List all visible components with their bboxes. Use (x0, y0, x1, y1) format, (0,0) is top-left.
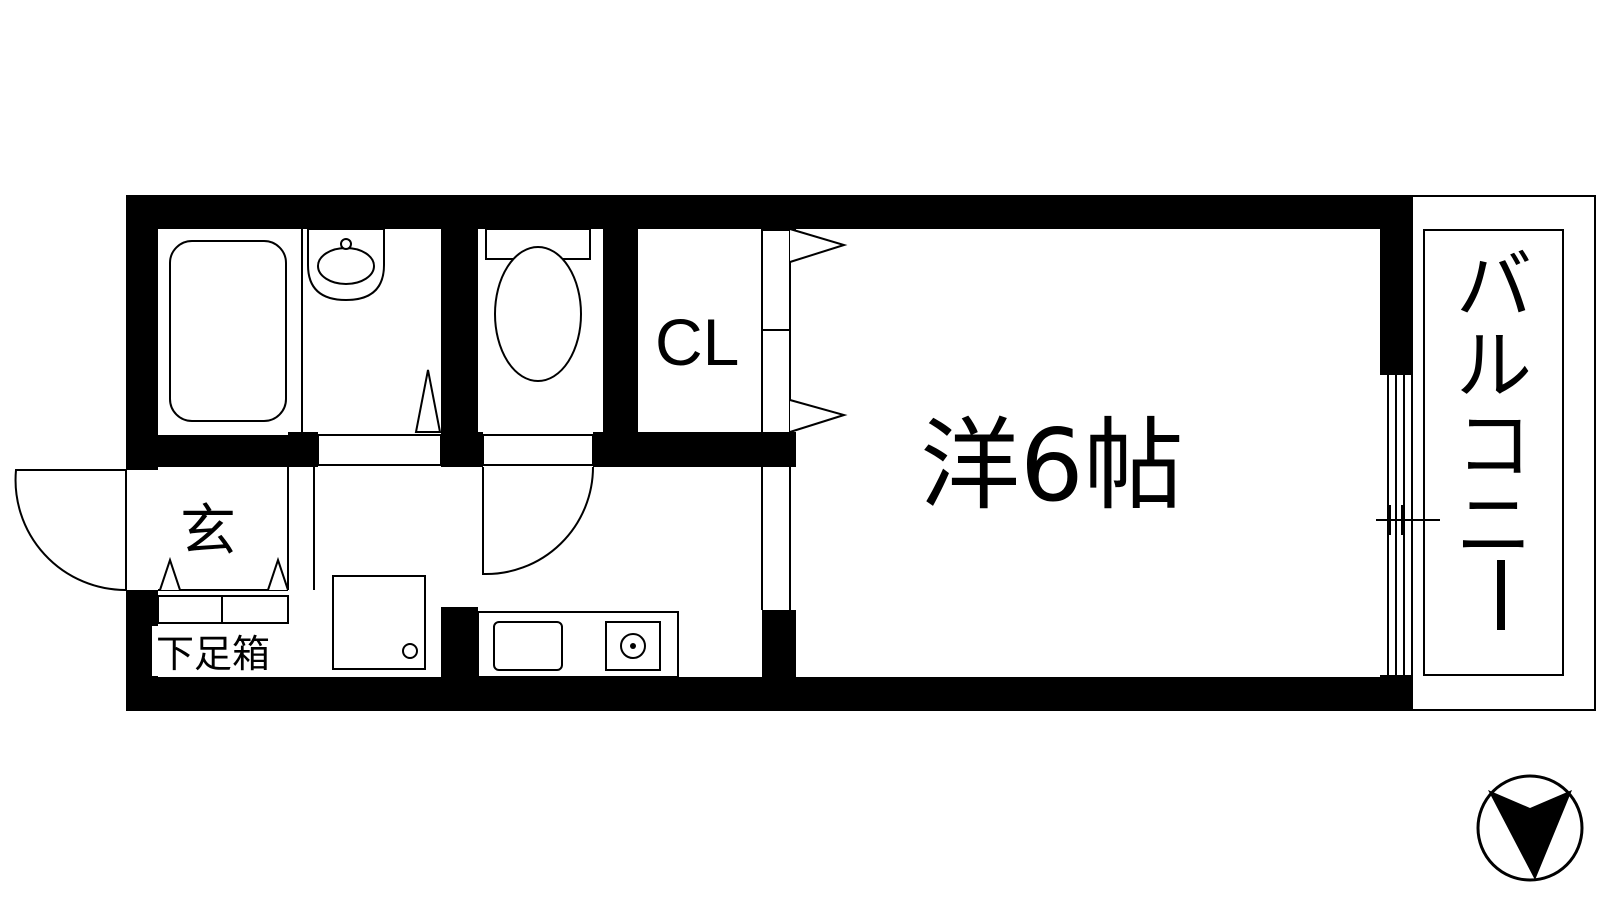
bath-door-frame (317, 434, 442, 466)
balcony-outer (1411, 195, 1596, 711)
wall-toilet-closet (603, 195, 638, 467)
doorway-bath (318, 432, 441, 467)
balcony-char-4: ニ (1456, 481, 1532, 570)
bathroom (169, 228, 442, 433)
balcony-char-3: コ (1456, 401, 1532, 490)
entry-door-swing (14, 469, 127, 592)
compass-circle (1476, 774, 1584, 882)
compass-arrow (1488, 790, 1572, 880)
kitchen-sink (493, 621, 563, 671)
wall-right-upper (1380, 195, 1412, 375)
wall-room-mid (762, 432, 796, 467)
balcony: バ ル コ ニ (1411, 195, 1596, 711)
bathtub (169, 240, 287, 422)
toilet-door-frame (482, 434, 594, 466)
western-room-label: 洋6帖 (920, 407, 1184, 524)
closet-label: CL (655, 305, 739, 379)
toilet-door-swing (482, 466, 594, 576)
faucet (340, 238, 352, 250)
entrance-label: 玄 (180, 499, 236, 564)
wall-entry-kitchen (441, 607, 478, 711)
shoe-box-label-bg (152, 626, 294, 676)
balcony-inner (1423, 229, 1564, 676)
closet-door-arrow-bottom (789, 399, 848, 433)
wall-left-upper (126, 195, 158, 470)
balcony-window (1376, 375, 1440, 675)
washbasin-bowl (317, 247, 375, 285)
wall-room-upper (762, 195, 796, 231)
balcony-char-1: バ (1456, 241, 1532, 330)
compass-arrow-notch (1506, 794, 1556, 804)
closet-door-arrow-top (789, 228, 848, 263)
stove-burner-center (630, 643, 636, 649)
toilet-bowl (494, 246, 582, 382)
door-swing-bath (414, 369, 442, 433)
north-compass-icon (1476, 774, 1584, 882)
doorway-toilet (483, 432, 593, 467)
entry-arrow-left (159, 556, 181, 591)
closet: CL (655, 228, 848, 433)
washer-drain (402, 643, 418, 659)
kitchen (332, 467, 791, 678)
wall-room-lower (762, 610, 796, 711)
balcony-char-2: ル (1456, 321, 1532, 410)
doorway-entry (158, 432, 288, 435)
wall-bath-toilet (441, 195, 478, 467)
walls (126, 195, 1412, 711)
toilet-room (482, 228, 594, 576)
entrance: 玄 下足箱 (14, 467, 315, 676)
balcony-char-5 (1497, 560, 1505, 630)
shoe-box-label: 下足箱 (156, 632, 270, 676)
wall-right-lower (1380, 675, 1412, 711)
entry-arrow-right (267, 556, 289, 591)
